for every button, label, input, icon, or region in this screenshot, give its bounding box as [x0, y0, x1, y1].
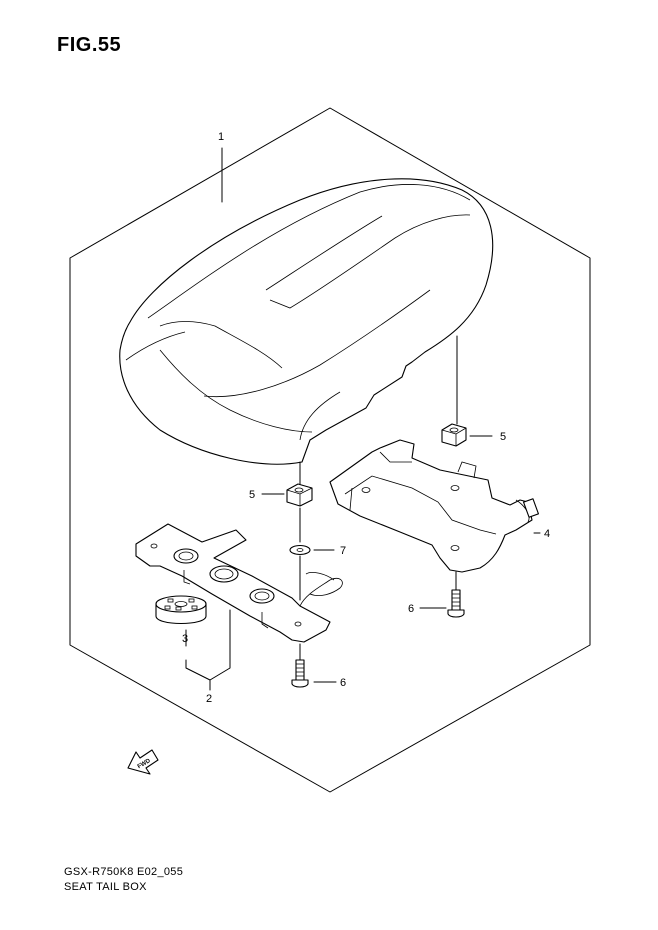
- callout-1: 1: [218, 131, 224, 143]
- diagram-code: GSX-R750K8 E02_055: [64, 866, 184, 878]
- callout-6-left: 6: [340, 677, 346, 689]
- bolt-right: [447, 589, 465, 618]
- callout-2: 2: [206, 693, 212, 705]
- callout-5-left: 5: [249, 489, 255, 501]
- hexagon-frame: [69, 107, 591, 793]
- callout-4: 4: [544, 528, 550, 540]
- callout-3: 3: [182, 633, 188, 645]
- diagram-name: SEAT TAIL BOX: [64, 881, 147, 893]
- figure-title: FIG.55: [57, 34, 122, 56]
- fwd-arrow-icon: FWD: [127, 749, 159, 775]
- nut-left: [286, 483, 313, 507]
- nut-right: [441, 423, 467, 447]
- callout-6-right: 6: [408, 603, 414, 615]
- seat-tail-box-cover: [119, 178, 494, 465]
- seat-bracket-left: [135, 523, 343, 643]
- callout-7: 7: [340, 545, 346, 557]
- washer: [289, 544, 311, 556]
- bolt-left: [291, 659, 309, 688]
- rubber-damper: [155, 595, 207, 624]
- callout-5-right: 5: [500, 431, 506, 443]
- seat-tail-bracket: [329, 439, 539, 573]
